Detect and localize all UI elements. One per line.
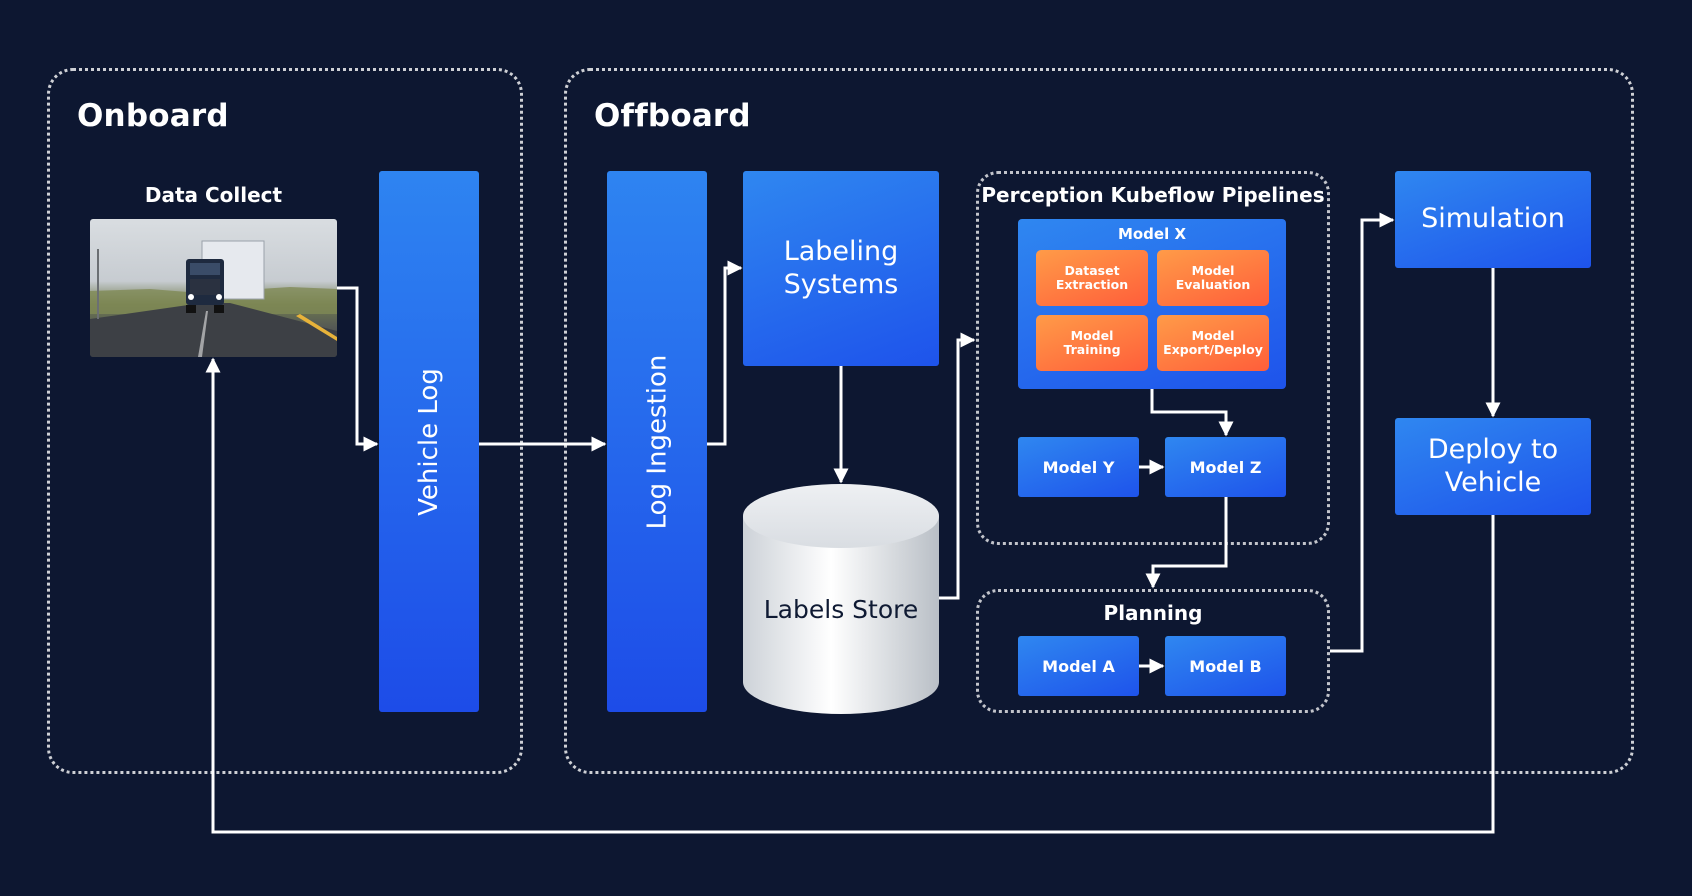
model-z-node[interactable]: Model Z <box>1165 437 1286 497</box>
deploy-to-vehicle-node[interactable]: Deploy to Vehicle <box>1395 418 1591 515</box>
dataset-extraction-step[interactable]: Dataset Extraction <box>1036 250 1148 306</box>
ingestion-to-labeling-arrow <box>707 260 743 446</box>
labeling-systems-node[interactable]: Labeling Systems <box>743 171 939 366</box>
planning-to-simulation-arrow <box>1330 212 1395 653</box>
deploy-to-vehicle-label: Deploy to Vehicle <box>1427 434 1559 498</box>
store-to-perception-arrow <box>939 332 976 600</box>
model-b-label: Model B <box>1189 656 1262 676</box>
model-a-label: Model A <box>1042 656 1115 676</box>
labeling-systems-label: Labeling Systems <box>783 236 899 300</box>
onboard-region <box>47 68 523 774</box>
model-evaluation-step[interactable]: Model Evaluation <box>1157 250 1269 306</box>
deploy-to-data-collect-arrow <box>205 357 1495 834</box>
perception-pipelines-title: Perception Kubeflow Pipelines <box>981 183 1325 207</box>
model-training-step[interactable]: Model Training <box>1036 315 1148 371</box>
photo-to-vehicle-log-arrow <box>337 286 379 452</box>
data-collect-label: Data Collect <box>144 183 283 207</box>
perception-pipelines-group <box>976 171 1330 545</box>
truck-on-highway-photo <box>90 219 337 357</box>
model-y-label: Model Y <box>1042 457 1115 477</box>
model-export-deploy-step[interactable]: Model Export/Deploy <box>1157 315 1269 371</box>
offboard-title: Offboard <box>594 98 751 134</box>
model-x-title: Model X <box>1117 225 1187 243</box>
vehicle-log-node[interactable]: Vehicle Log <box>379 171 479 712</box>
model-a-node[interactable]: Model A <box>1018 636 1139 696</box>
simulation-label: Simulation <box>1421 203 1565 235</box>
simulation-node[interactable]: Simulation <box>1395 171 1591 268</box>
offboard-region <box>564 68 1634 774</box>
planning-group <box>976 589 1330 713</box>
model-z-to-planning-arrow <box>1145 497 1228 589</box>
model-b-node[interactable]: Model B <box>1165 636 1286 696</box>
model-y-node[interactable]: Model Y <box>1018 437 1139 497</box>
model-x-to-model-z-arrow <box>1150 389 1234 437</box>
truck-photo-illustration <box>90 240 337 357</box>
model-z-label: Model Z <box>1189 457 1262 477</box>
database-cylinder-icon <box>743 484 939 714</box>
labels-store-node[interactable]: Labels Store <box>743 484 939 714</box>
labels-store-label: Labels Store <box>763 595 919 624</box>
planning-title: Planning <box>1103 601 1203 625</box>
onboard-title: Onboard <box>77 98 229 134</box>
log-ingestion-node[interactable]: Log Ingestion <box>607 171 707 712</box>
